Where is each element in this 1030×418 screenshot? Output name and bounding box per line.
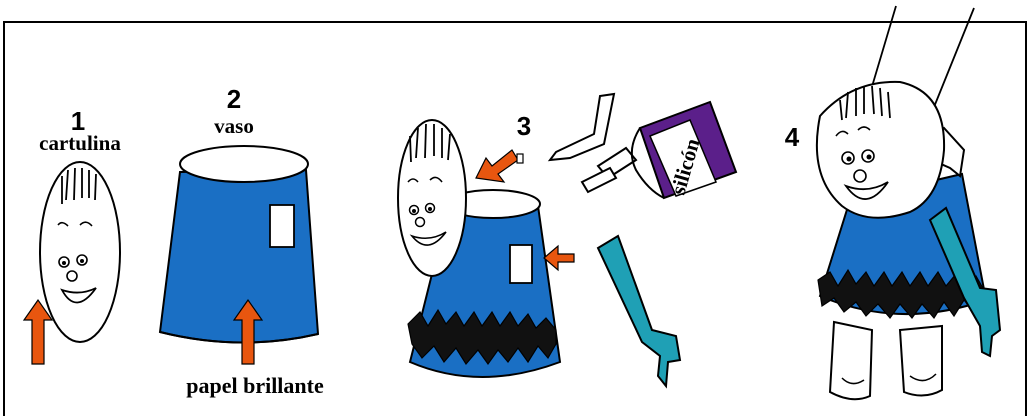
step-1: 1 cartulina [23, 106, 121, 365]
black-fringe [817, 268, 985, 320]
teal-arm-piece [596, 234, 682, 389]
glue-bottle: silicón [580, 100, 738, 200]
arrow-left-icon [543, 244, 575, 272]
black-fringe [407, 308, 557, 366]
face-card [39, 161, 121, 343]
small-piece [516, 153, 524, 164]
step-1-number: 1 [71, 106, 85, 136]
white-legs [828, 320, 943, 401]
step-3: 3 silicón [397, 92, 738, 389]
frame-border [3, 21, 1027, 416]
bent-arrow-icon [475, 149, 519, 183]
step-4: 4 [785, 5, 1002, 401]
step-2: 2 vaso papel brillante [158, 84, 324, 398]
puppet-head [815, 80, 946, 219]
white-arm-piece [547, 92, 616, 162]
blue-cup [158, 145, 320, 344]
teal-arm [928, 206, 1002, 358]
face-card [397, 119, 467, 277]
step-2-number: 2 [227, 84, 241, 114]
shiny-paper-label: papel brillante [186, 373, 324, 398]
step-1-label: cartulina [39, 131, 121, 155]
step-4-number: 4 [785, 122, 800, 152]
arrow-up-icon [23, 299, 53, 365]
step-2-label: vaso [214, 114, 254, 138]
step-3-number: 3 [517, 111, 531, 141]
